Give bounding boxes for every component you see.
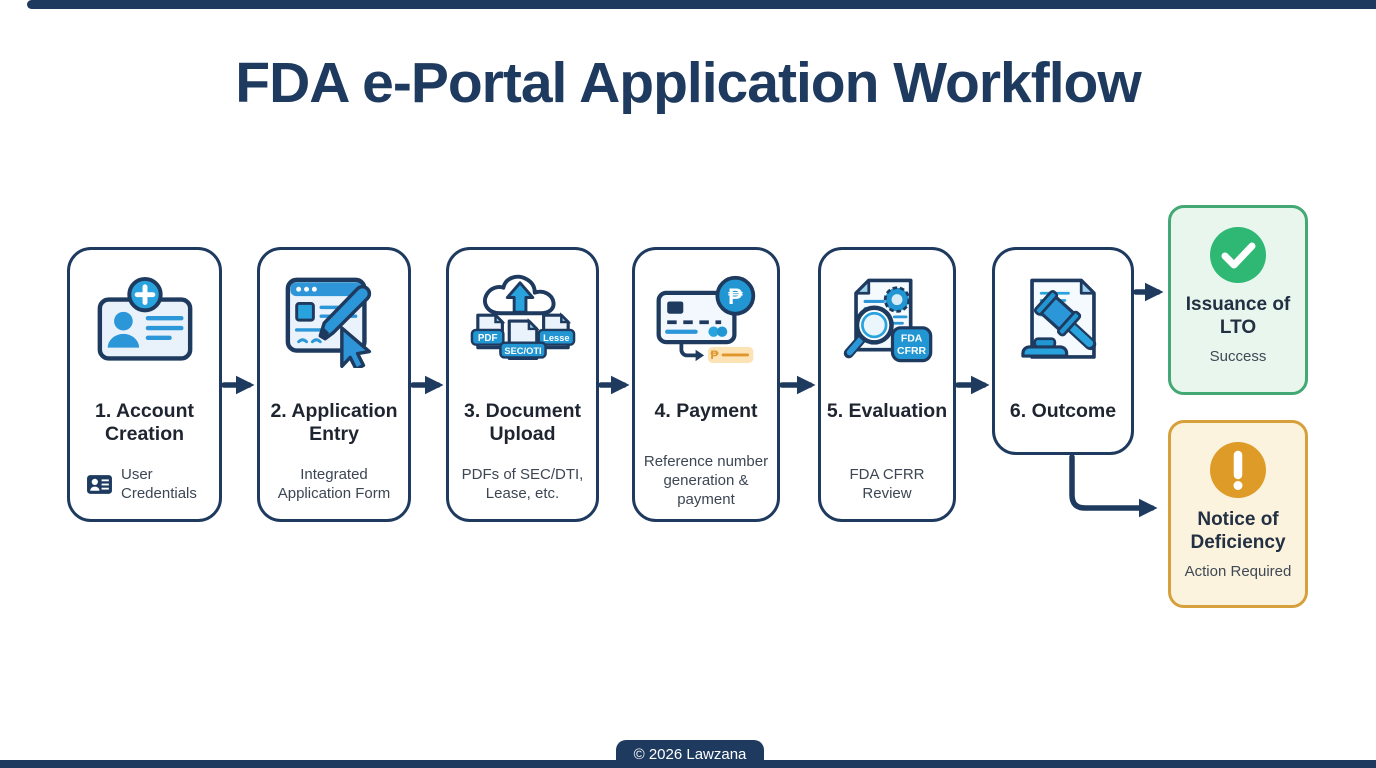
step-box-evaluation: FDA CFRR 5. Evaluation FDA CFRR Review: [818, 247, 956, 522]
bottom-accent-bar: [0, 760, 1376, 768]
outcome-title: Notice of Deficiency: [1190, 509, 1286, 553]
step-sublabel: PDFs of SEC/DTI, Lease, etc.: [461, 466, 584, 502]
credit-card-peso-icon: ₱ ₱: [656, 275, 756, 363]
outcome-subtitle: Success: [1209, 347, 1267, 365]
check-icon: [1210, 227, 1266, 283]
account-creation-icon-wrap: [70, 262, 219, 380]
form-pen-cursor-icon: [285, 277, 372, 369]
step-sublabel: FDA CFRR Review: [849, 466, 925, 502]
peso-sign-small: ₱: [710, 348, 719, 362]
step-sublabel: Integrated Application Form: [277, 466, 391, 502]
step-label: 6. Outcome: [1009, 400, 1117, 422]
peso-sign: ₱: [728, 283, 743, 308]
step-box-payment: ₱ ₱ 4. Payment Reference number generati…: [632, 247, 780, 522]
cloud-upload-docs-icon: PDF Lesse SEC/OTI: [470, 274, 575, 360]
fda-badge-line2: CFRR: [897, 347, 927, 358]
outcome-subtitle: Action Required: [1184, 562, 1292, 580]
step-label: 3. Document Upload: [463, 400, 582, 445]
outcome-box-notice-deficiency: Notice of Deficiency Action Required: [1168, 420, 1308, 608]
pdf-badge-label: PDF: [477, 333, 497, 344]
evaluation-icon-wrap: FDA CFRR: [821, 262, 953, 380]
outcome-title: Issuance of LTO: [1185, 294, 1291, 338]
payment-icon-wrap: ₱ ₱: [635, 262, 777, 380]
step-sublabel-wrap: FDA CFRR Review: [827, 466, 947, 504]
lease-badge-label: Lesse: [543, 333, 569, 343]
badge-id-icon: [87, 475, 112, 495]
step-box-account-creation: 1. Account Creation User Credentials: [67, 247, 222, 522]
step-box-outcome: 6. Outcome: [992, 247, 1134, 455]
magnifier-seal-doc-icon: FDA CFRR: [843, 279, 933, 363]
step-label: 5. Evaluation: [826, 400, 948, 422]
step-label: 4. Payment: [654, 400, 758, 422]
exclamation-icon: [1210, 442, 1266, 498]
arrow-outcome-deficiency: [1069, 454, 1158, 518]
step-box-application-entry: 2. Application Entry Integrated Applicat…: [257, 247, 411, 522]
fda-badge-line1: FDA: [901, 334, 923, 345]
step-box-document-upload: PDF Lesse SEC/OTI 3. Document Upload PDF…: [446, 247, 599, 522]
id-card-plus-icon: [97, 276, 192, 361]
application-entry-icon-wrap: [260, 262, 408, 380]
sec-badge-label: SEC/OTI: [504, 346, 541, 356]
step-sublabel: Reference number generation & payment: [643, 453, 769, 508]
step-sublabel-wrap: User Credentials: [76, 466, 213, 504]
top-accent-bar: [27, 0, 1376, 9]
step-label: 1. Account Creation: [95, 400, 194, 445]
document-upload-icon-wrap: PDF Lesse SEC/OTI: [449, 262, 596, 380]
step-label: 2. Application Entry: [270, 400, 398, 445]
page-title: FDA e-Portal Application Workflow: [235, 51, 1141, 115]
outcome-box-issuance-lto: Issuance of LTO Success: [1168, 205, 1308, 395]
gavel-doc-icon: [1021, 279, 1097, 360]
step-sublabel: User Credentials: [121, 466, 197, 502]
outcome-icon-wrap: [995, 262, 1131, 380]
